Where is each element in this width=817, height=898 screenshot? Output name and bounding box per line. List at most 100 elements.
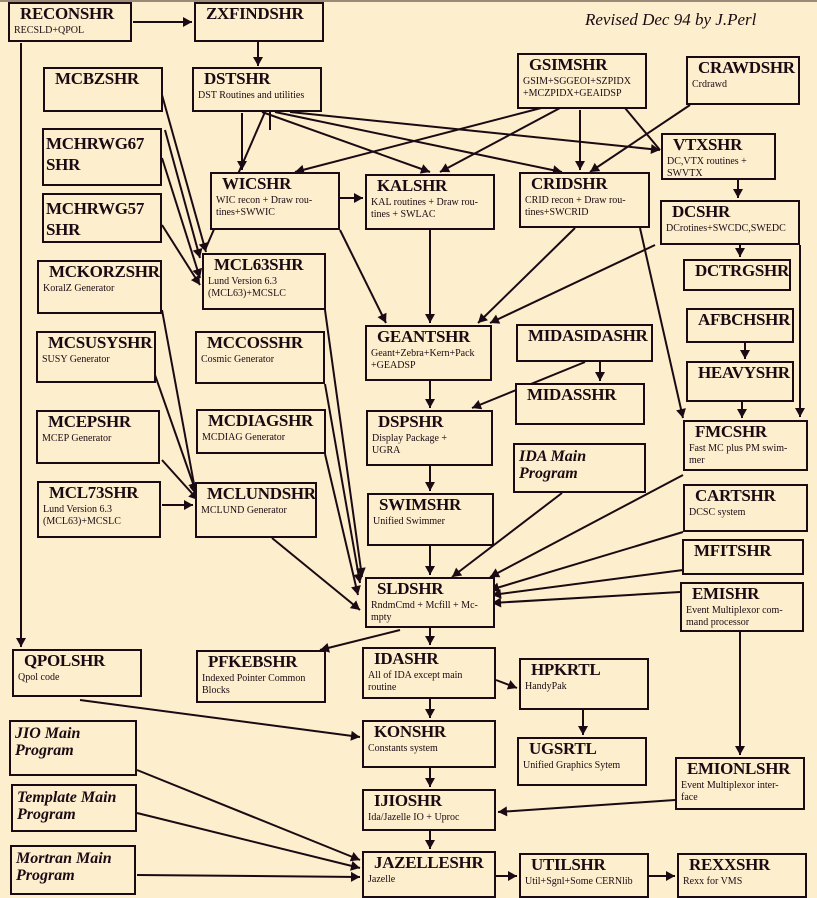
connector-line [497,799,676,813]
node-title: SWIMSHR [379,495,461,514]
arrowhead-icon [650,144,660,155]
node-description: Geant+Zebra+Kern+Pack +GEADSP [371,348,475,371]
arrowhead-icon [425,778,435,787]
node-description: GSIM+SGGEOI+SZPIDX +MCZPIDX+GEAIDSP [523,76,631,99]
node-description: DCSC system [689,507,746,518]
node-title: CRAWDSHR [698,58,795,77]
connector-line [495,679,518,689]
node-description: Constants system [368,743,438,754]
node-description: Util+Sgnl+Some CERNlib [525,876,633,887]
node-title: UGSRTL [529,739,597,758]
arrowhead-icon [425,636,435,645]
connector-line [136,874,361,878]
connector-line [489,531,684,591]
connector-line [271,537,361,611]
node-midasidashr: MIDASIDASHR [516,324,653,362]
node-description: KoralZ Generator [43,283,115,294]
node-jiomain: JIO Main Program [9,720,137,776]
connector-line [324,383,361,584]
arrowhead-icon [733,189,743,198]
arrowhead-icon [354,193,363,203]
connector-line [324,309,363,578]
node-utilshr: UTILSHR Util+Sgnl+Some CERNlib [519,853,649,898]
node-title: KONSHR [374,722,446,741]
node-title: UTILSHR [531,855,606,874]
node-title: HPKRTL [531,660,601,679]
connector-line [136,769,361,861]
node-ugsrtl: UGSRTL Unified Graphics Sytem [517,737,647,786]
node-title: MCHRWG57 SHR [46,199,145,239]
node-title: ZXFINDSHR [206,4,304,23]
node-description: Rexx for VMS [683,876,743,887]
connector-line [439,107,561,173]
arrowhead-icon [508,871,517,881]
node-description: Fast MC plus PM swim- mer [689,443,788,466]
connector-line [164,129,201,259]
arrowhead-icon [355,567,366,577]
node-description: Ida/Jazelle IO + Uproc [368,812,460,823]
node-dctrgshr: DCTRGSHR [683,259,791,291]
node-title: DCTRGSHR [695,261,789,280]
arrowhead-icon [183,17,192,27]
node-mortranmain: Mortran Main Program [10,845,136,895]
node-heavyshr: HEAVYSHR [686,361,794,402]
node-description: Unified Graphics Sytem [523,760,621,771]
arrowhead-icon [425,566,435,575]
node-title: EMISHR [692,584,760,603]
arrowhead-icon [253,57,263,66]
arrowhead-icon [490,314,501,324]
connector-line [477,227,576,324]
node-title: RECONSHR [20,4,114,23]
node-title: MCKORZSHR [49,262,160,281]
node-description: Lund Version 6.3 (MCL63)+MCSLC [208,276,286,299]
node-idamain: IDA Main Program [513,443,646,493]
connector-line [294,106,546,173]
node-midasshr: MIDASSHR [515,383,645,425]
node-title: Template Main Program [17,789,117,823]
node-title: CARTSHR [695,486,776,505]
arrowhead-icon [440,163,451,173]
arrowhead-icon [192,247,203,258]
arrowhead-icon [472,399,483,410]
arrowhead-icon [425,840,435,849]
node-title: IDASHR [374,649,439,668]
arrowhead-icon [377,312,387,323]
node-cartshr: CARTSHR DCSC system [683,484,808,532]
node-title: DSTSHR [204,69,271,88]
revision-note: Revised Dec 94 by J.Perl [585,10,757,29]
node-title: QPOLSHR [24,651,106,670]
arrowhead-icon [735,248,745,257]
node-description: All of IDA except main routine [368,670,463,693]
node-title: VTXSHR [673,135,743,154]
node-title: MCBZSHR [55,69,139,88]
arrowhead-icon [498,806,508,817]
node-title: WICSHR [222,174,292,193]
node-title: MIDASIDASHR [528,326,648,345]
node-title: MFITSHR [694,541,772,560]
connector-line [624,107,661,151]
arrowhead-icon [735,746,745,755]
node-title: MCSUSYSHR [48,333,153,352]
arrowhead-icon [795,408,805,417]
arrowhead-icon [452,567,463,577]
connector-line [324,453,359,596]
connector-line [136,812,361,869]
arrowhead-icon [351,585,361,595]
arrowhead-icon [425,482,435,491]
node-description: Lund Version 6.3 (MCL63)+MCSLC [43,504,121,527]
node-title: MCLUNDSHR [207,484,316,503]
